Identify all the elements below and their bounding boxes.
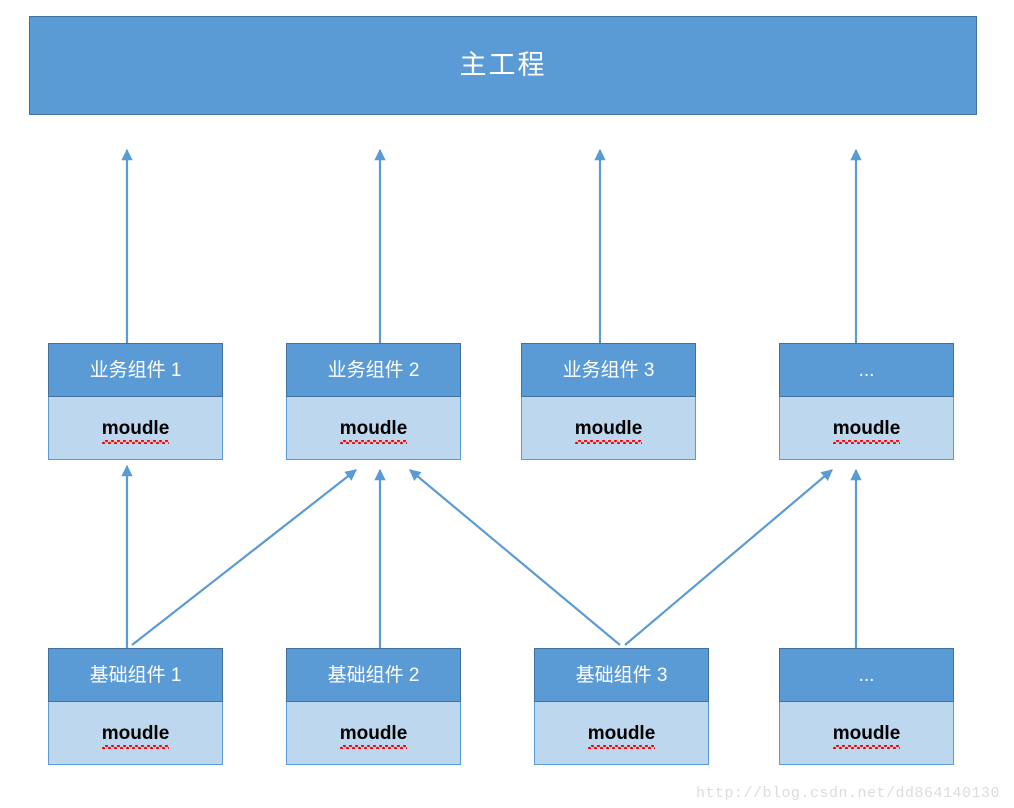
- base-card-1-module: moudle: [101, 722, 170, 749]
- business-card-3-module: moudle: [574, 417, 643, 444]
- arrow-base-1-to-business-2: [131, 469, 357, 646]
- business-card-4-module: moudle: [832, 417, 901, 444]
- base-component-card-4[interactable]: ... moudle: [779, 648, 954, 765]
- base-component-card-1[interactable]: 基础组件 1 moudle: [48, 648, 223, 765]
- main-project-label: 主工程: [459, 50, 547, 80]
- base-card-4-title: ...: [858, 664, 875, 686]
- base-card-4-header: ...: [779, 648, 954, 702]
- watermark-url: http://blog.csdn.net/dd864140130: [695, 785, 1000, 802]
- business-card-4-body: moudle: [779, 397, 954, 460]
- business-card-4-header: ...: [779, 343, 954, 397]
- business-card-2-header: 业务组件 2: [286, 343, 461, 397]
- main-project-banner[interactable]: 主工程: [29, 16, 977, 115]
- base-card-2-header: 基础组件 2: [286, 648, 461, 702]
- business-card-4-title: ...: [858, 359, 875, 381]
- business-card-3-header: 业务组件 3: [521, 343, 696, 397]
- base-card-1-title: 基础组件 1: [89, 664, 182, 686]
- base-component-card-2[interactable]: 基础组件 2 moudle: [286, 648, 461, 765]
- business-card-2-title: 业务组件 2: [327, 359, 420, 381]
- base-card-1-header: 基础组件 1: [48, 648, 223, 702]
- business-card-1-body: moudle: [48, 397, 223, 460]
- arrow-base-3-to-business-4: [624, 469, 833, 646]
- base-component-card-3[interactable]: 基础组件 3 moudle: [534, 648, 709, 765]
- base-card-2-body: moudle: [286, 702, 461, 765]
- business-card-1-title: 业务组件 1: [89, 359, 182, 381]
- business-component-card-4[interactable]: ... moudle: [779, 343, 954, 460]
- base-card-1-body: moudle: [48, 702, 223, 765]
- base-card-4-body: moudle: [779, 702, 954, 765]
- base-card-2-module: moudle: [339, 722, 408, 749]
- business-card-2-body: moudle: [286, 397, 461, 460]
- business-card-2-module: moudle: [339, 417, 408, 444]
- business-card-3-body: moudle: [521, 397, 696, 460]
- business-card-3-title: 业务组件 3: [562, 359, 655, 381]
- business-component-card-2[interactable]: 业务组件 2 moudle: [286, 343, 461, 460]
- business-component-card-1[interactable]: 业务组件 1 moudle: [48, 343, 223, 460]
- arrow-base-3-to-business-2: [409, 469, 621, 646]
- base-card-3-header: 基础组件 3: [534, 648, 709, 702]
- base-card-4-module: moudle: [832, 722, 901, 749]
- base-card-2-title: 基础组件 2: [327, 664, 420, 686]
- base-card-3-body: moudle: [534, 702, 709, 765]
- business-card-1-header: 业务组件 1: [48, 343, 223, 397]
- base-card-3-title: 基础组件 3: [575, 664, 668, 686]
- business-card-1-module: moudle: [101, 417, 170, 444]
- business-component-card-3[interactable]: 业务组件 3 moudle: [521, 343, 696, 460]
- base-card-3-module: moudle: [587, 722, 656, 749]
